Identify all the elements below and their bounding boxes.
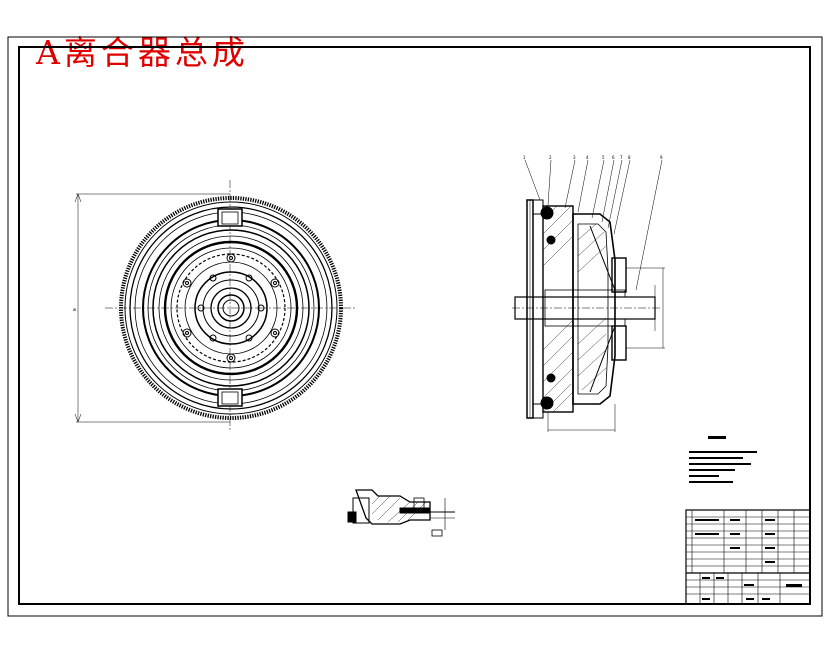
outer-border (7, 36, 823, 617)
svg-text:6: 6 (612, 155, 615, 160)
bolt-holes (182, 253, 280, 363)
drawing-title: A离合器总成 (36, 33, 249, 72)
front-view-clutch: ⌀ (73, 180, 355, 430)
svg-text:⌀: ⌀ (73, 307, 76, 313)
detail-view (347, 489, 455, 537)
title-block (685, 509, 811, 605)
svg-text:8: 8 (628, 155, 631, 160)
inner-border (18, 46, 811, 605)
technical-notes (689, 436, 757, 483)
ring-gear-teeth (119, 196, 343, 420)
svg-text:9: 9 (660, 155, 663, 160)
svg-text:4: 4 (586, 155, 589, 160)
title-block-text-marks (695, 519, 802, 600)
svg-text:5: 5 (602, 155, 605, 160)
svg-text:3: 3 (573, 155, 576, 160)
svg-text:7: 7 (620, 155, 623, 160)
svg-text:2: 2 (549, 155, 552, 160)
svg-text:1: 1 (523, 155, 526, 160)
